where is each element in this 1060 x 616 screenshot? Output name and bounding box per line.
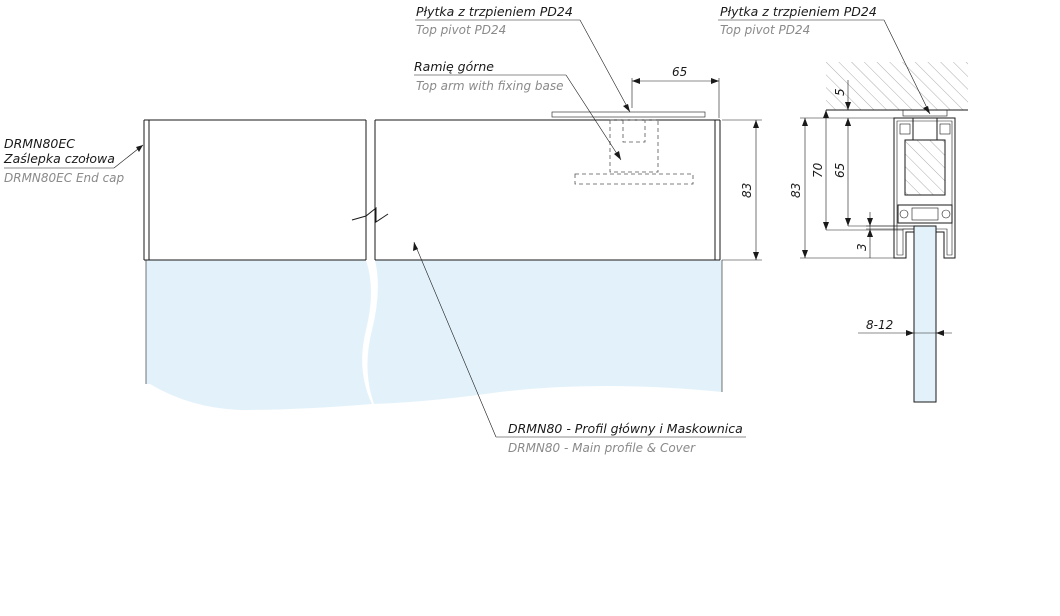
- dimension-83-front-text: 83: [740, 183, 754, 198]
- dimension-5-text: 5: [833, 88, 847, 96]
- dimension-65-section-text: 65: [833, 163, 847, 178]
- profile-left-segment: [143, 119, 367, 261]
- break-line: [351, 206, 389, 223]
- end-cap-label-en: DRMN80EC End cap: [4, 171, 125, 185]
- end-cap-label-pl: Zaślepka czołowa: [3, 151, 115, 166]
- top-arm-label-en: Top arm with fixing base: [416, 79, 564, 93]
- leader-top-pivot-left: [415, 19, 631, 113]
- dimension-5: 5: [833, 80, 851, 126]
- leader-main-profile: [413, 241, 746, 438]
- top-arm-label-pl: Ramię górne: [414, 59, 494, 74]
- dimension-8-12-text: 8-12: [866, 318, 893, 332]
- dimension-83-section-text: 83: [789, 183, 803, 198]
- end-cap-code: DRMN80EC: [4, 136, 75, 151]
- glass-panel-right: [367, 260, 722, 404]
- dimension-3: 3: [855, 212, 914, 258]
- top-pivot-right-label-pl: Płytka z trzpieniem PD24: [720, 4, 877, 19]
- top-pivot-right-label-en: Top pivot PD24: [720, 23, 810, 37]
- cross-section: 83 70 65 5: [718, 4, 968, 403]
- dimension-arm-offset: 65: [631, 65, 720, 118]
- glass-section: [913, 225, 937, 403]
- profile-section: [893, 117, 956, 259]
- leader-top-pivot-right: [718, 19, 931, 115]
- dimension-glass-thickness: 8-12: [858, 318, 952, 336]
- dimension-70-text: 70: [811, 162, 825, 178]
- top-pivot-left-label-en: Top pivot PD24: [416, 23, 506, 37]
- main-profile-label-pl: DRMN80 - Profil główny i Maskownica: [508, 421, 743, 436]
- dimension-3-text: 3: [855, 243, 869, 251]
- dimension-65-text: 65: [672, 65, 687, 79]
- top-pivot-left-label-pl: Płytka z trzpieniem PD24: [416, 4, 573, 19]
- leader-end-cap: [4, 144, 144, 169]
- dimension-section-height: 83: [789, 117, 894, 259]
- leader-top-arm: [414, 74, 622, 161]
- top-pivot-plate: [551, 111, 706, 118]
- glass-panel-left: [146, 260, 372, 410]
- main-profile-label-en: DRMN80 - Main profile & Cover: [508, 441, 696, 455]
- top-arm-hidden: [574, 119, 694, 185]
- dimension-70: 70: [811, 110, 903, 231]
- profile-right-segment: [374, 119, 721, 261]
- front-elevation: 65 83 DRMN80EC Zaślepka czołowa DRMN80EC…: [3, 4, 762, 455]
- dimension-front-height: 83: [722, 119, 762, 261]
